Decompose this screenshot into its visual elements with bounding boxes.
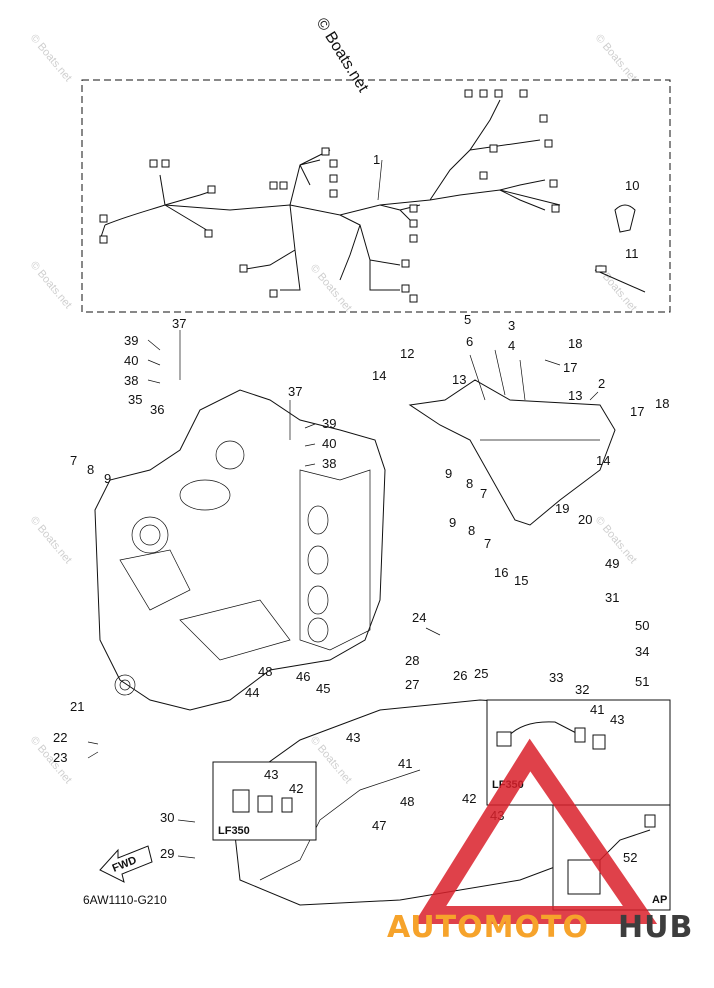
callout-2: 2 xyxy=(598,376,605,391)
callout-43: 43 xyxy=(610,712,624,727)
callout-47: 47 xyxy=(372,818,386,833)
callout-1: 1 xyxy=(373,152,380,167)
engine-block xyxy=(94,389,386,711)
callout-49: 49 xyxy=(605,556,619,571)
callout-38: 38 xyxy=(124,373,138,388)
callout-40b: 40 xyxy=(322,436,336,451)
callout-50: 50 xyxy=(635,618,649,633)
brand-part2: HUB xyxy=(618,910,693,945)
callout-16: 16 xyxy=(494,565,508,580)
callout-15: 15 xyxy=(514,573,528,588)
callout-22: 22 xyxy=(53,730,67,745)
callout-31: 31 xyxy=(605,590,619,605)
callout-23: 23 xyxy=(53,750,67,765)
callout-29: 29 xyxy=(160,846,174,861)
callout-34: 34 xyxy=(635,644,649,659)
inset-lf350-left-label: LF350 xyxy=(218,825,250,837)
callout-17: 17 xyxy=(563,360,577,375)
bracket-part-2 xyxy=(408,349,616,526)
callout-26: 26 xyxy=(453,668,467,683)
callout-33: 33 xyxy=(549,670,563,685)
callout-5: 5 xyxy=(464,312,471,327)
callout-38b: 38 xyxy=(322,456,336,471)
callout-42: 42 xyxy=(289,781,303,796)
watermark: © Boats.net xyxy=(28,32,74,84)
callout-11: 11 xyxy=(625,246,639,261)
callout-21: 21 xyxy=(70,699,84,714)
callout-25: 25 xyxy=(474,666,488,681)
harness-connectors xyxy=(99,89,560,303)
leader-lines xyxy=(87,159,599,859)
copyright-text: © Boats.net xyxy=(313,15,372,96)
watermark: © Boats.net xyxy=(28,514,74,566)
callout-20: 20 xyxy=(578,512,592,527)
callout-52: 52 xyxy=(623,850,637,865)
callout-19: 19 xyxy=(555,501,569,516)
callout-37: 37 xyxy=(172,316,186,331)
callout-7b: 7 xyxy=(480,486,487,501)
callout-42b: 42 xyxy=(462,791,476,806)
callout-3: 3 xyxy=(508,318,515,333)
callout-9b: 9 xyxy=(445,466,452,481)
callout-9: 9 xyxy=(104,471,111,486)
callout-36: 36 xyxy=(150,402,164,417)
callout-24: 24 xyxy=(412,610,426,625)
callout-13b: 13 xyxy=(568,388,582,403)
inset-ap-label: AP xyxy=(652,894,667,906)
callout-45: 45 xyxy=(316,681,330,696)
watermark: © Boats.net xyxy=(593,32,639,84)
fwd-arrow: FWD xyxy=(99,845,153,883)
callout-40: 40 xyxy=(124,353,138,368)
callout-4: 4 xyxy=(508,338,515,353)
callout-39: 39 xyxy=(124,333,138,348)
inset-left-parts xyxy=(232,789,293,813)
harness-box xyxy=(81,79,671,313)
callout-13: 13 xyxy=(452,372,466,387)
callout-48b: 48 xyxy=(400,794,414,809)
tie-part-11 xyxy=(594,265,646,293)
callout-43b: 43 xyxy=(346,730,360,745)
callout-37b: 37 xyxy=(288,384,302,399)
callout-9c: 9 xyxy=(449,515,456,530)
inset-right-parts xyxy=(496,721,606,750)
callout-10: 10 xyxy=(625,178,639,193)
callout-8b: 8 xyxy=(466,476,473,491)
callout-6: 6 xyxy=(466,334,473,349)
callout-48: 48 xyxy=(258,664,272,679)
callout-30: 30 xyxy=(160,810,174,825)
callout-27: 27 xyxy=(405,677,419,692)
diagram-code: 6AW1110-G210 xyxy=(83,893,167,907)
brand-logo: AUTOMOTO HUB xyxy=(387,910,693,945)
callout-41b: 41 xyxy=(398,756,412,771)
callout-18: 18 xyxy=(568,336,582,351)
watermark: © Boats.net xyxy=(308,262,354,314)
callout-labels: 1 10 11 5 3 6 4 18 12 17 13 14 2 17 18 3… xyxy=(53,152,669,865)
callout-41: 41 xyxy=(590,702,604,717)
callout-14b: 14 xyxy=(596,453,610,468)
clamp-part-10 xyxy=(614,204,636,233)
callout-43c: 43 xyxy=(264,767,278,782)
callout-32: 32 xyxy=(575,682,589,697)
callout-7: 7 xyxy=(70,453,77,468)
callout-44: 44 xyxy=(245,685,259,700)
callout-46: 46 xyxy=(296,669,310,684)
brand-part1: AUTOMOTO xyxy=(387,910,589,945)
callout-39b: 39 xyxy=(322,416,336,431)
callout-14: 14 xyxy=(372,368,386,383)
callout-8: 8 xyxy=(87,462,94,477)
watermark: © Boats.net xyxy=(28,259,74,311)
logo-mark xyxy=(413,738,658,924)
inset-ap-parts xyxy=(567,814,656,895)
callout-35: 35 xyxy=(128,392,142,407)
callout-12: 12 xyxy=(400,346,414,361)
callout-17b: 17 xyxy=(630,404,644,419)
callout-28: 28 xyxy=(405,653,419,668)
callout-51: 51 xyxy=(635,674,649,689)
callout-18b: 18 xyxy=(655,396,669,411)
callout-7c: 7 xyxy=(484,536,491,551)
callout-8c: 8 xyxy=(468,523,475,538)
